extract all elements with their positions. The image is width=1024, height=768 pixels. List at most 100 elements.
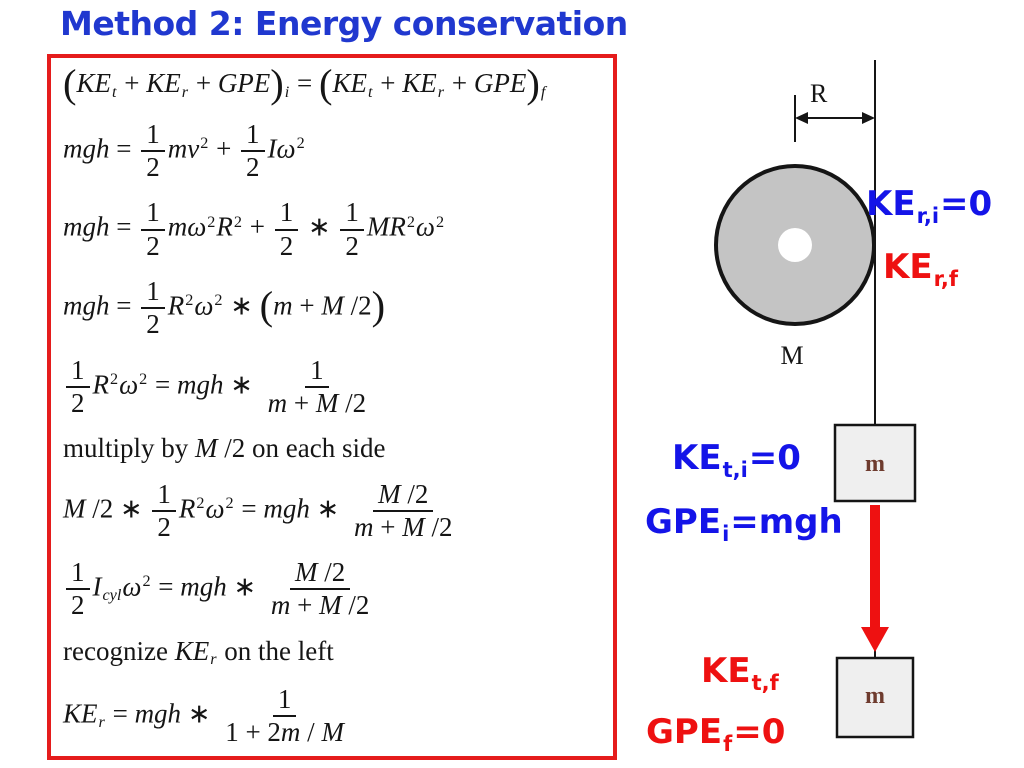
- math-superscript: 2: [296, 134, 305, 153]
- math-paren: (: [259, 283, 274, 329]
- fraction-denominator: 2: [141, 231, 165, 262]
- math-text: ∗: [301, 211, 338, 242]
- math-text: /2: [341, 590, 370, 621]
- pulley-mass-label: M: [780, 341, 803, 370]
- math-paren: ): [371, 283, 386, 329]
- math-variable: R: [216, 211, 233, 242]
- math-text: +: [209, 133, 239, 164]
- label-rest: =0: [733, 712, 786, 752]
- math-variable: I: [92, 571, 102, 602]
- label-rest: =0: [748, 438, 801, 478]
- math-variable: Iω: [267, 133, 296, 164]
- math-text: 1: [146, 197, 160, 228]
- math-superscript: 2: [196, 493, 205, 512]
- label-subscript: t,i: [722, 458, 748, 482]
- math-text: /2: [424, 511, 453, 542]
- math-variable: R: [178, 492, 196, 523]
- math-variable: mgh: [177, 368, 224, 399]
- math-superscript: 2: [139, 369, 148, 388]
- pulley-diagram: R M m m: [714, 60, 917, 739]
- math-subscript: r: [98, 712, 105, 731]
- fraction-numerator: 1: [66, 557, 90, 591]
- math-superscript: 2: [225, 493, 234, 512]
- math-variable: KE: [174, 635, 210, 666]
- math-subscript: r: [210, 650, 217, 669]
- math-text: +: [290, 590, 320, 621]
- label-subscript: f: [723, 732, 733, 756]
- math-text: 2: [146, 151, 160, 182]
- math-superscript: 2: [207, 212, 216, 231]
- math-variable: M: [402, 511, 425, 542]
- label-rest: =mgh: [730, 502, 843, 542]
- math-text: 2: [246, 151, 260, 182]
- label-subscript: r,f: [933, 267, 958, 291]
- math-variable: mgh: [263, 492, 310, 523]
- page-title: Method 2: Energy conservation: [60, 4, 628, 43]
- hanging-mass-box-final: [835, 656, 915, 739]
- math-variable: M: [321, 290, 344, 321]
- math-paren: ): [526, 61, 540, 106]
- label-ke-translational-initial: KEt,i=0: [672, 438, 801, 482]
- math-text: multiply by: [63, 433, 196, 464]
- hanging-mass-label-final: m: [865, 683, 885, 709]
- math-text: ∗: [226, 571, 263, 602]
- label-main: KE: [672, 438, 722, 478]
- label-ke-rotational-final: KEr,f: [883, 247, 959, 291]
- label-ke-translational-final: KEt,f: [701, 651, 780, 695]
- fall-arrowhead: [861, 627, 889, 652]
- math-subscript: f: [540, 83, 546, 101]
- math-text: ∗: [309, 492, 346, 523]
- math-text: +: [445, 68, 474, 99]
- fraction-denominator: 2: [141, 309, 165, 340]
- math-variable: MR: [366, 211, 406, 242]
- math-text: =: [109, 211, 139, 242]
- label-subscript: t,f: [751, 671, 779, 695]
- math-superscript: 2: [110, 369, 119, 388]
- pulley-axle-hole: [778, 228, 812, 262]
- math-variable: ω: [415, 211, 435, 242]
- fraction-denominator: m + M /2: [263, 388, 372, 419]
- math-text: /2: [317, 557, 346, 588]
- math-text: =: [109, 133, 139, 164]
- equation-line: (KEt + KEr + GPE)i = (KEt + KEr + GPE)f: [63, 61, 546, 106]
- fraction-numerator: 1: [274, 197, 299, 231]
- math-variable: mgh: [134, 698, 182, 729]
- math-variable: M: [321, 716, 344, 747]
- fraction-denominator: m + M /2: [349, 512, 458, 543]
- math-text: 1: [310, 354, 324, 385]
- math-variable: GPE: [473, 68, 527, 99]
- math-variable: R: [92, 368, 110, 399]
- math-superscript: 2: [406, 212, 415, 231]
- fraction-denominator: 2: [66, 590, 90, 621]
- math-variable: KE: [146, 68, 181, 99]
- math-variable: KE: [63, 698, 98, 729]
- math-text: 1: [345, 197, 359, 228]
- math-variable: mgh: [180, 571, 227, 602]
- math-text: 1: [277, 683, 292, 714]
- math-variable: m: [354, 511, 374, 542]
- fraction-numerator: 1: [152, 479, 176, 512]
- fraction-numerator: 1: [340, 197, 364, 231]
- math-superscript: 2: [185, 291, 194, 310]
- math-text: 1: [279, 197, 294, 228]
- math-variable: KE: [402, 68, 437, 99]
- radius-arrowhead-right: [862, 112, 875, 124]
- math-text: /2 on each side: [217, 433, 386, 464]
- math-variable: m: [280, 716, 301, 747]
- math-text: 1: [157, 478, 171, 509]
- math-text: =: [105, 698, 135, 729]
- math-text: 1: [146, 276, 160, 306]
